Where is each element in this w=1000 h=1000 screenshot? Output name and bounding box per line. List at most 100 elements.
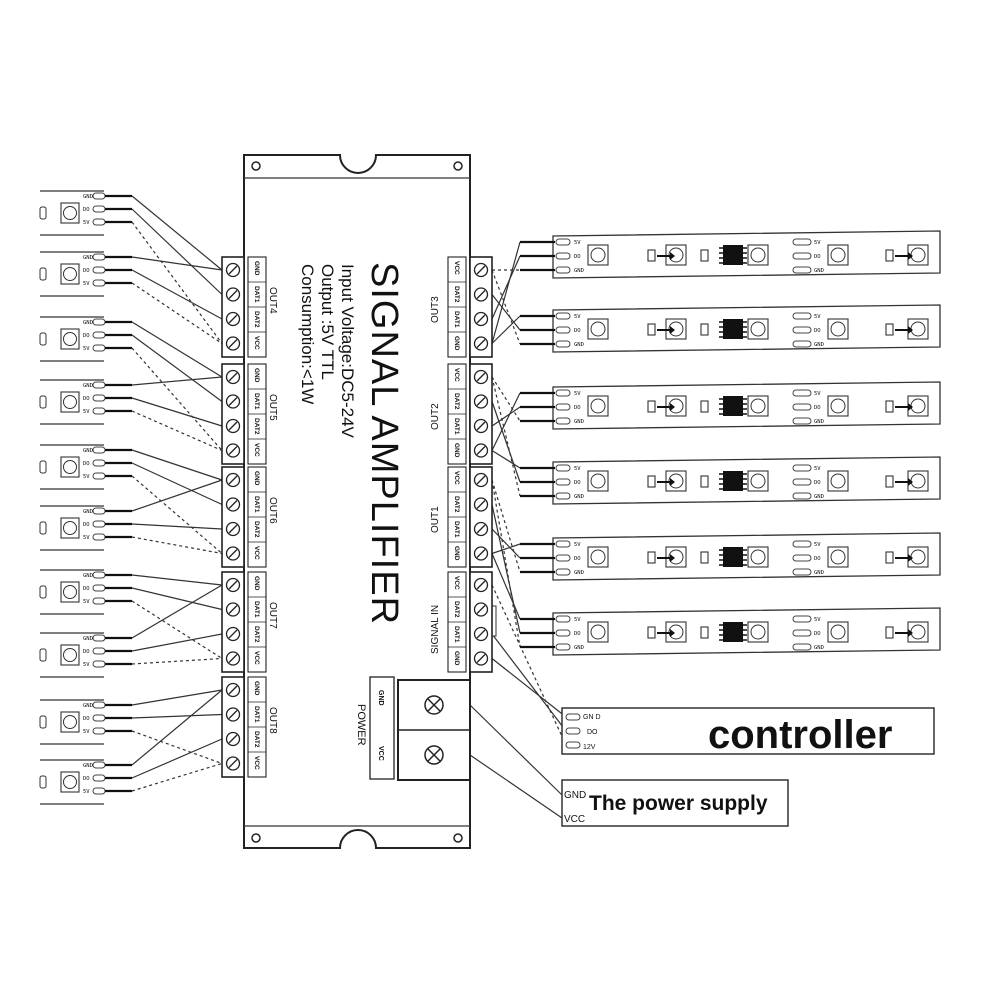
screw-icon bbox=[225, 602, 241, 617]
wire bbox=[131, 584, 223, 639]
terminal-pin-label: DAT1 bbox=[453, 521, 460, 538]
ic-chip-icon bbox=[723, 319, 743, 339]
wire bbox=[491, 479, 521, 648]
screw-slot bbox=[228, 339, 238, 348]
strip-solder-pad bbox=[792, 554, 812, 562]
screw-icon bbox=[473, 651, 489, 666]
screw-icon bbox=[225, 311, 241, 327]
terminal-port-label: OUT5 bbox=[267, 394, 278, 421]
terminal-pin-label: GND bbox=[253, 368, 260, 383]
led-lens bbox=[63, 332, 77, 346]
strip-body bbox=[552, 607, 941, 656]
wire bbox=[131, 738, 223, 779]
wire bbox=[491, 543, 521, 555]
wire bbox=[131, 269, 223, 320]
strip-pin-label: DO bbox=[83, 333, 90, 339]
wire bbox=[131, 256, 223, 271]
screw-icon bbox=[473, 497, 489, 512]
screw-icon bbox=[225, 472, 241, 488]
strip-pin-label: DO bbox=[83, 396, 90, 402]
screw-icon bbox=[225, 369, 241, 385]
strip-pin-label: GND bbox=[83, 636, 93, 642]
screw-slot bbox=[476, 265, 486, 275]
strip-pin-label: GND bbox=[83, 448, 93, 454]
screw-icon bbox=[473, 443, 489, 458]
strip-pin-label: 5V bbox=[83, 474, 90, 480]
strip-solder-pad bbox=[555, 340, 571, 348]
strip-pin-label: 5V bbox=[574, 314, 581, 320]
strip-resistor bbox=[647, 626, 656, 639]
terminal-pin-label: GND bbox=[453, 443, 460, 458]
strip-resistor bbox=[39, 460, 47, 474]
strip-pin-label: 5V bbox=[814, 617, 821, 623]
led-lens bbox=[830, 549, 846, 565]
arrow-head-icon bbox=[908, 326, 913, 334]
strip-pin-label: DO bbox=[83, 461, 90, 467]
strip-solder-pad bbox=[92, 344, 106, 352]
wire bbox=[131, 221, 223, 344]
strip-solder-pad bbox=[92, 660, 106, 668]
terminal-pin-label: DAT2 bbox=[253, 731, 260, 748]
led-lens bbox=[590, 549, 606, 565]
strip-pin-label: 5V bbox=[574, 466, 581, 472]
screw-slot bbox=[228, 580, 238, 590]
wire bbox=[131, 397, 223, 427]
mount-hole-icon bbox=[453, 161, 463, 171]
strip-pin-label: 5V bbox=[83, 281, 90, 287]
led-lens bbox=[63, 267, 77, 281]
strip-pin-label: 5V bbox=[83, 599, 90, 605]
strip-solder-pad bbox=[92, 266, 106, 274]
ic-chip-icon bbox=[723, 245, 743, 265]
controller-pad-do bbox=[565, 727, 581, 735]
led-lens bbox=[590, 247, 606, 263]
strip-edge bbox=[40, 699, 104, 745]
screw-slot bbox=[228, 265, 238, 275]
screw-icon bbox=[225, 731, 241, 747]
led-lens bbox=[830, 247, 846, 263]
screw-slot bbox=[228, 421, 238, 431]
strip-edge bbox=[40, 569, 104, 615]
strip-pin-label: DO bbox=[814, 254, 821, 260]
screw-icon bbox=[473, 577, 489, 593]
strip-pin-label: 5V bbox=[83, 789, 90, 795]
wire bbox=[131, 334, 223, 402]
screw-icon bbox=[225, 577, 241, 593]
strip-pin-label: GND bbox=[574, 570, 584, 576]
controller-label: controller bbox=[708, 713, 892, 757]
strip-solder-pad bbox=[555, 403, 571, 411]
strip-solder-pad bbox=[92, 761, 106, 769]
terminal-screw-housing bbox=[469, 466, 493, 568]
terminal-pin-label: VCC bbox=[453, 471, 460, 485]
strip-pin-label: GND bbox=[814, 570, 824, 576]
screw-slot bbox=[476, 397, 486, 406]
strip-resistor bbox=[647, 400, 656, 413]
wire bbox=[491, 504, 521, 634]
led-lens bbox=[63, 206, 77, 220]
strip-pin-label: DO bbox=[574, 556, 581, 562]
led-lens bbox=[910, 624, 926, 640]
wire bbox=[491, 401, 521, 483]
screw-slot bbox=[476, 549, 486, 558]
wire bbox=[131, 689, 223, 766]
screw-slot bbox=[228, 685, 238, 695]
led-lens bbox=[910, 247, 926, 263]
strip-pin-label: 5V bbox=[574, 617, 581, 623]
strip-pin-label: 5V bbox=[574, 542, 581, 548]
wire bbox=[469, 754, 563, 819]
strip-pin-label: 5V bbox=[83, 729, 90, 735]
arrow-head-icon bbox=[908, 554, 913, 562]
screw-slot bbox=[476, 654, 486, 663]
terminal-pin-label: GND bbox=[253, 471, 260, 486]
mount-hole-icon bbox=[453, 833, 463, 843]
wire bbox=[491, 376, 521, 422]
strip-pin-label: GND bbox=[83, 383, 93, 389]
strip-pin-label: GND bbox=[574, 645, 584, 651]
terminal-pin-label: DAT2 bbox=[453, 601, 460, 618]
strip-solder-pad bbox=[92, 318, 106, 326]
wire-layer bbox=[131, 195, 567, 819]
strip-pin-label: GND bbox=[83, 320, 93, 326]
terminal-port-label: OUT3 bbox=[430, 296, 441, 323]
led-lens bbox=[750, 247, 766, 263]
